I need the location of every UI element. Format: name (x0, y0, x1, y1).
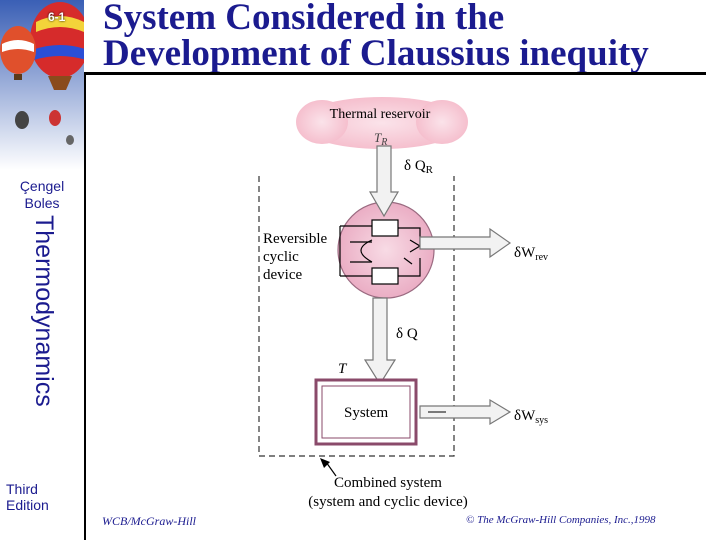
system-box (314, 378, 418, 446)
slide-number: 6-1 (48, 10, 66, 24)
hot-air-balloons-image (0, 0, 84, 170)
device-label-2: cyclic (263, 249, 299, 265)
work-sys-arrow (419, 398, 512, 426)
title-line-2: Development of Claussius inequity (103, 33, 649, 74)
combined-system-boundary (258, 176, 455, 457)
system-temp-label: T (338, 361, 348, 377)
heat-mid-label: δ Q (396, 326, 418, 342)
thermal-reservoir: Thermal reservoir TR (296, 97, 468, 149)
title-underline (86, 72, 706, 75)
sidebar-divider (84, 72, 86, 540)
page-title: System Considered in the Development of … (103, 0, 703, 72)
reservoir-temp: TR (374, 130, 387, 148)
work-rev-label: δWrev (514, 245, 548, 263)
combined-pointer-head (320, 458, 330, 468)
heat-mid-arrow (363, 297, 397, 386)
balloon-left (0, 26, 36, 80)
footer-publisher: WCB/McGraw-Hill (102, 514, 196, 528)
system-label: System (344, 405, 389, 421)
combined-label-2: (system and cyclic device) (308, 494, 468, 510)
sidebar: 6-1 Çengel Boles Thermodynamics Third Ed… (0, 0, 84, 540)
author-line-2: Boles (24, 195, 60, 211)
reservoir-label: Thermal reservoir (330, 107, 431, 122)
combined-label-1: Combined system (334, 475, 442, 491)
heat-in-arrow (368, 145, 400, 218)
heat-in-label: δ QR (404, 158, 434, 176)
title-line-1: System Considered in the (103, 0, 505, 38)
balloon-large (30, 2, 84, 90)
footer-copyright: © The McGraw-Hill Companies, Inc.,1998 (466, 514, 656, 526)
work-rev-arrow (419, 227, 512, 259)
device-label-1: Reversible (263, 231, 327, 247)
work-sys-label: δWsys (514, 408, 548, 426)
device-label-3: device (263, 267, 302, 283)
edition-label: Third Edition (6, 481, 49, 513)
balloon-small (15, 110, 74, 145)
author-names: Çengel Boles (0, 178, 84, 212)
author-line-1: Çengel (19, 178, 65, 194)
